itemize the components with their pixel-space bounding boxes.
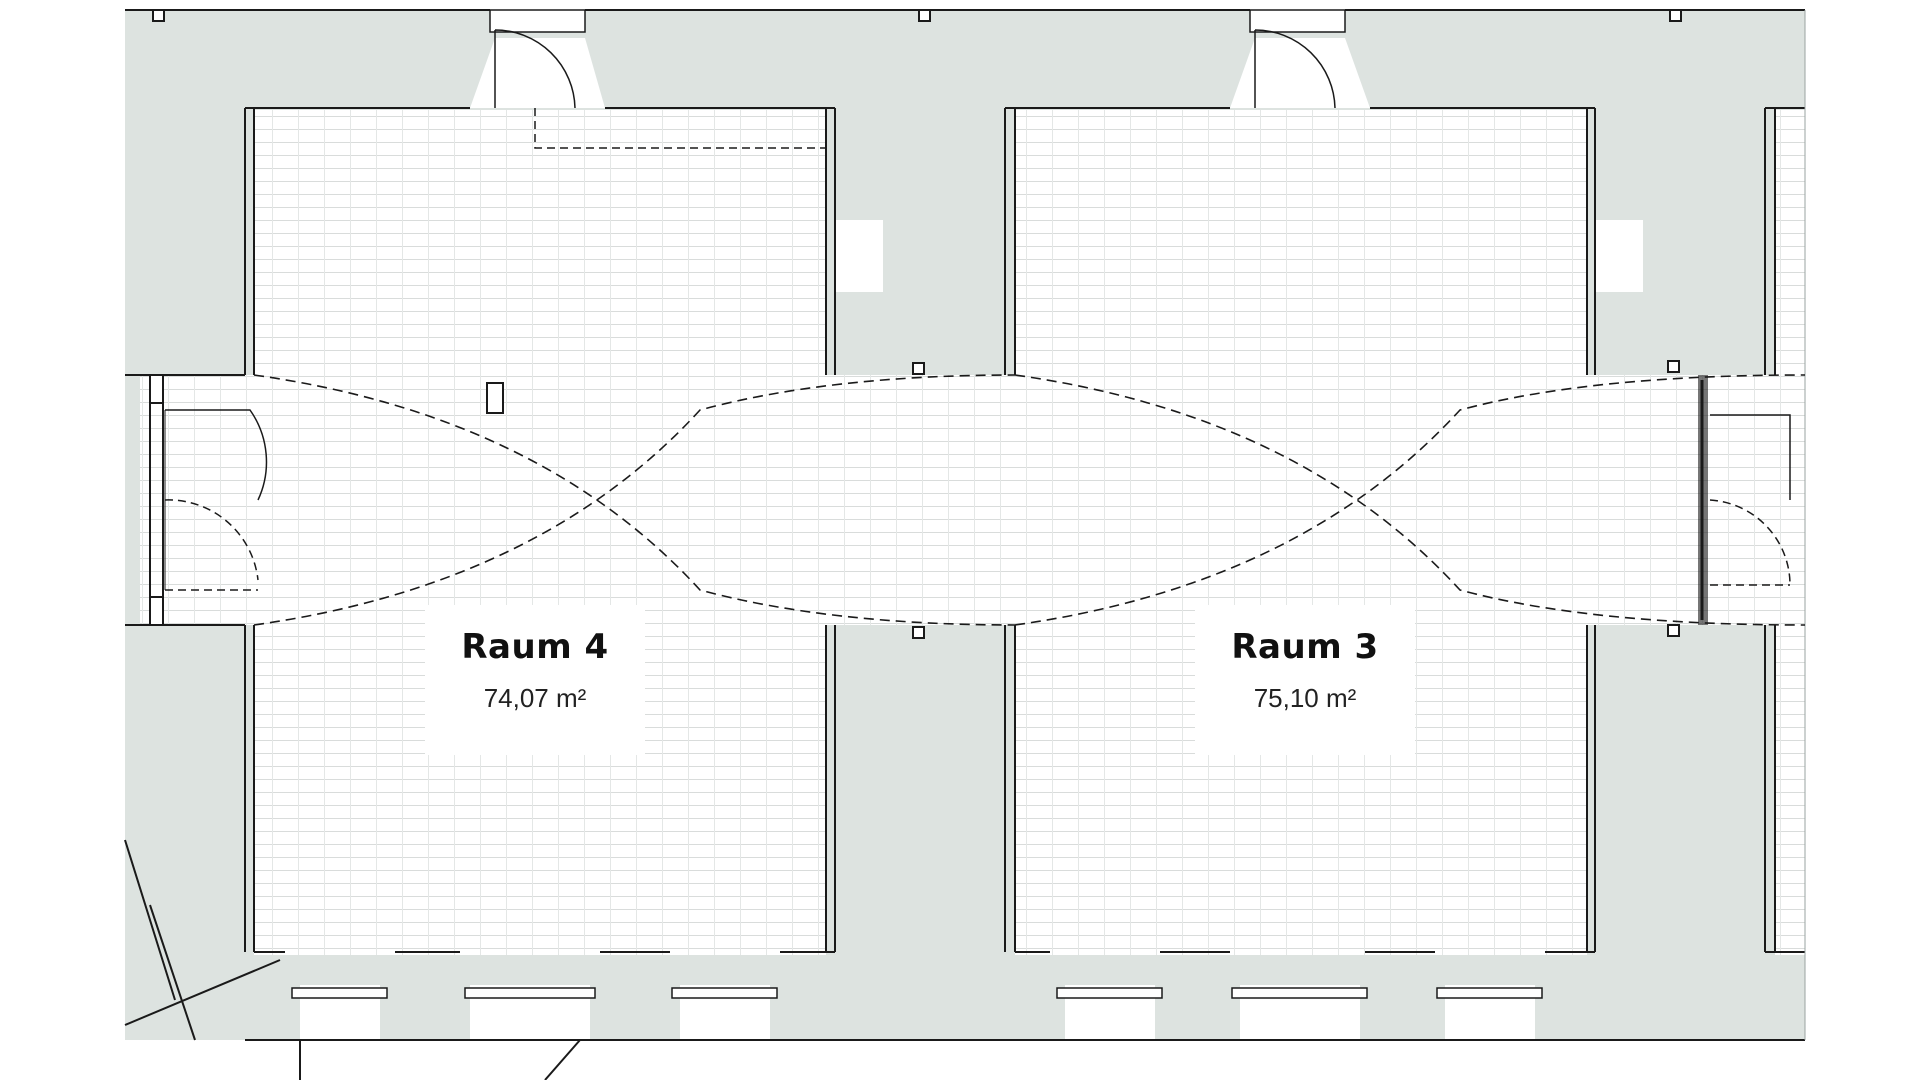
room-name: Raum 3 (1231, 627, 1379, 667)
corridor-floor (140, 375, 1805, 625)
windows (291, 987, 1543, 999)
room-label-raum-4: Raum 4 74,07 m² (425, 605, 645, 755)
room-area: 74,07 m² (483, 683, 587, 713)
floor-areas (140, 38, 1805, 1040)
room-label-raum-3: Raum 3 75,10 m² (1195, 605, 1415, 755)
wall-lines (124, 9, 1806, 1080)
partition-swing-arcs (253, 374, 1806, 626)
room-area: 75,10 m² (1253, 683, 1357, 713)
room-name: Raum 4 (461, 627, 609, 667)
column-markers (149, 9, 1708, 639)
